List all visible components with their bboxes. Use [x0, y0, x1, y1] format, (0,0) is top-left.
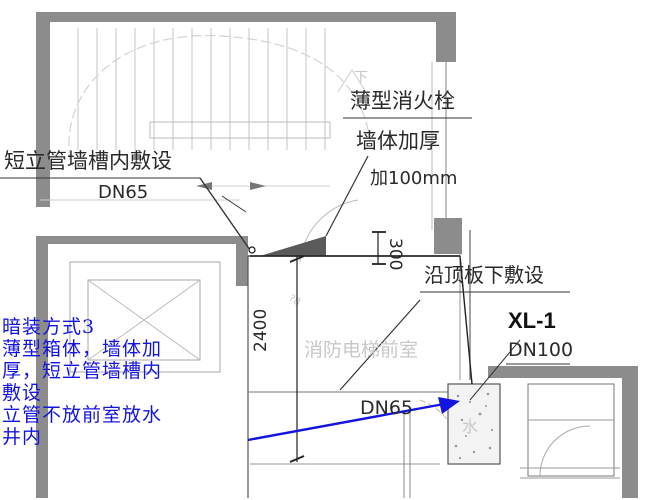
short-riser-label: 短立管墙槽内敷设	[4, 149, 172, 173]
hydrant-title: 薄型消火栓	[350, 89, 455, 113]
thin-hydrant-box	[260, 236, 326, 256]
note-line: 立管不放前室放水	[2, 404, 163, 426]
note-line: 井内	[2, 426, 43, 448]
water-shaft-area	[403, 366, 638, 498]
wall-thicken-label: 墙体加厚	[356, 129, 440, 153]
pipe-size-label: DN65	[360, 397, 413, 419]
annotation-arrow	[247, 402, 445, 442]
water-shaft	[447, 383, 501, 465]
short-riser-pipe	[199, 177, 251, 251]
ceiling-pipe	[459, 255, 473, 385]
installation-note: 暗装方式3 薄型箱体，墙体加 厚，短立管墙槽内 敷设 立管不放前室放水 井内	[2, 316, 252, 448]
note-line: 厚，短立管墙槽内	[2, 360, 163, 382]
water-shaft-label: 水	[462, 417, 478, 436]
short-riser-size: DN65	[98, 182, 148, 203]
dim-2400-label: 2400	[251, 309, 271, 352]
under-slab-label: 沿顶板下敷设	[424, 263, 544, 287]
stair-wall-right	[436, 12, 456, 62]
piping	[199, 155, 521, 401]
riser-point	[248, 246, 256, 254]
dimension-2400	[289, 255, 305, 463]
dim-300-label: 300	[385, 238, 405, 270]
stair-down-mark: 下	[354, 70, 368, 86]
dimension-300	[372, 231, 386, 265]
thicken-amount-label: 加100mm	[370, 168, 457, 189]
stair-wall-left	[36, 12, 50, 207]
stair-wall-top	[36, 12, 456, 22]
anteroom-label: 消防电梯前室	[304, 339, 418, 361]
annotation-arrowhead	[438, 397, 460, 414]
svg-text:?8: ?8	[287, 293, 303, 308]
riser-id-label: XL-1	[508, 308, 556, 333]
elevator-shaft-left	[36, 236, 248, 498]
label-leaders	[0, 117, 570, 365]
note-line: 敷设	[2, 382, 43, 404]
note-line: 暗装方式3	[2, 316, 96, 338]
note-line: 薄型箱体，墙体加	[2, 338, 163, 360]
column	[434, 218, 462, 254]
riser-size-label: DN100	[508, 339, 573, 361]
stair-shaft: 下	[36, 12, 456, 230]
hydrant-leader	[325, 155, 369, 237]
